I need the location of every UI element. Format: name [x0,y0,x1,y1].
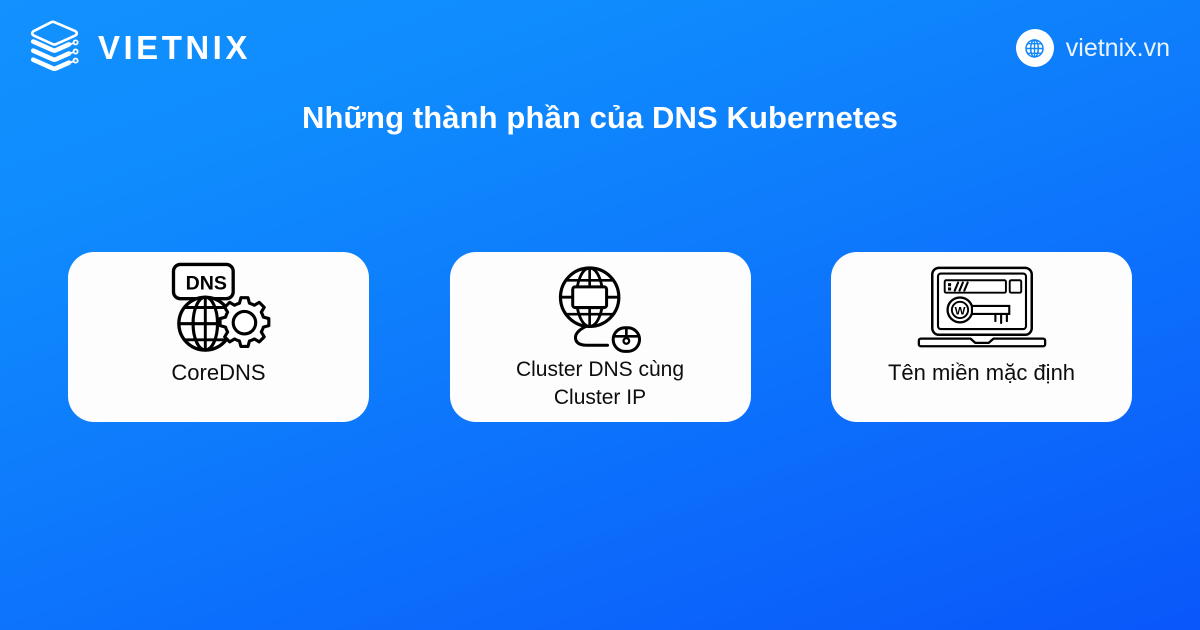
card-coredns[interactable]: DNS CoreDNS [68,252,369,422]
globe-mouse-icon [552,260,648,356]
stacked-layers-logo-icon [28,18,84,76]
card-label-line-1: Cluster DNS cùng [515,358,685,381]
brand-name: VIETNIX [98,28,251,66]
site-url-text: vietnix.vn [1065,33,1170,62]
dns-globe-gear-icon: DNS [158,260,280,356]
card-label: Tên miền mặc định [887,360,1076,385]
globe-icon [1015,29,1054,67]
page-title: Những thành phần của DNS Kubernetes [301,100,899,135]
site-url-group[interactable]: vietnix.vn [1015,29,1170,67]
card-default-domain[interactable]: W Tên miền mặc định [831,252,1132,422]
svg-text:DNS: DNS [185,272,226,294]
laptop-browser-key-icon: W [915,260,1049,356]
card-label-line-2: Cluster IP [553,385,647,409]
brand-logo[interactable]: VIETNIX [28,18,251,76]
card-label: CoreDNS [171,360,266,385]
card-label: Cluster DNS cùng Cluster IP [502,356,698,411]
card-cluster-dns[interactable]: Cluster DNS cùng Cluster IP [449,252,751,422]
svg-text:W: W [954,306,965,318]
card-list: DNS CoreDNS [68,252,1132,422]
